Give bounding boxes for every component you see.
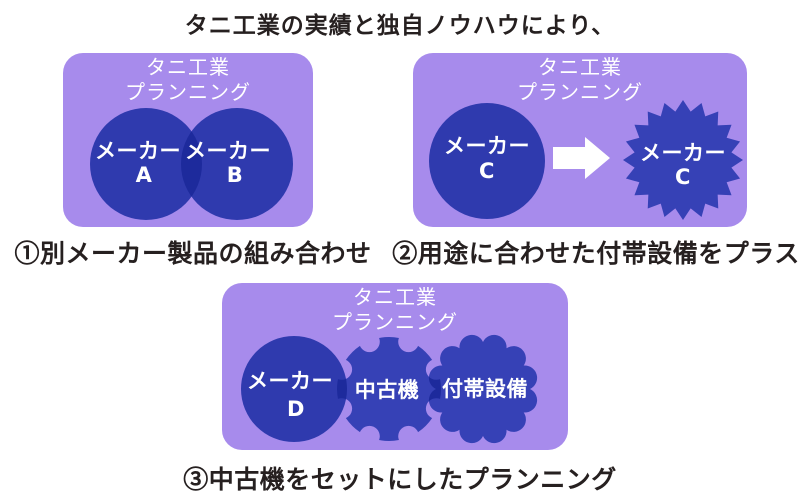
- flower-shape-equipment: [428, 334, 538, 444]
- maker-c-after-label: メーカー: [640, 141, 726, 165]
- used-machine-label: 中古機: [355, 378, 420, 402]
- maker-a-letter: A: [136, 163, 153, 187]
- page-title: タニ工業の実績と独自ノウハウにより、: [184, 13, 616, 38]
- arrow-right-icon: [553, 137, 610, 179]
- panel-maker-combination: メーカー A メーカー B タニ工業 プランニング: [63, 53, 313, 227]
- maker-d-label: メーカー: [247, 369, 333, 393]
- equipment-label: 付帯設備: [442, 377, 528, 401]
- venn-circle-maker-a: [90, 108, 202, 220]
- company-header: タニ工業 プランニング: [222, 286, 568, 336]
- company-name: タニ工業: [146, 57, 230, 79]
- caption-2: ②用途に合わせた付帯設備をプラス: [392, 241, 800, 268]
- company-name: タニ工業: [538, 57, 622, 79]
- caption-1: ①別メーカー製品の組み合わせ: [14, 241, 372, 268]
- before-after-diagram: メーカー C メーカー C: [429, 100, 743, 220]
- panel-equipment-plus: メーカー C メーカー C タニ工業 プランニング: [413, 53, 747, 227]
- gear-shape-used-machine: [337, 337, 441, 441]
- company-planning: プランニング: [517, 82, 643, 104]
- caption-3: ③中古機をセットにしたプランニング: [183, 467, 617, 494]
- maker-b-label: メーカー: [185, 139, 271, 163]
- venn-diagram: メーカー A メーカー B: [90, 108, 293, 220]
- circle-maker-d: [241, 336, 347, 442]
- set-diagram: メーカー D 中古機 付帯設備: [241, 334, 538, 444]
- circle-maker-c: [429, 103, 545, 219]
- company-header: タニ工業 プランニング: [413, 56, 747, 106]
- maker-d-letter: D: [287, 397, 305, 421]
- maker-b-letter: B: [227, 163, 244, 187]
- company-planning: プランニング: [125, 82, 251, 104]
- venn-circle-maker-b: [181, 108, 293, 220]
- company-header: タニ工業 プランニング: [63, 56, 313, 106]
- burst-shape-maker-c: [623, 100, 743, 220]
- maker-a-label: メーカー: [95, 139, 181, 163]
- maker-c-after-letter: C: [675, 165, 691, 189]
- maker-c-letter: C: [479, 159, 495, 183]
- company-name: タニ工業: [353, 287, 437, 309]
- company-planning: プランニング: [332, 312, 458, 334]
- panel-used-machine-set: メーカー D 中古機 付帯設備 タニ工業 プランニング: [222, 283, 568, 450]
- maker-c-label: メーカー: [444, 134, 530, 158]
